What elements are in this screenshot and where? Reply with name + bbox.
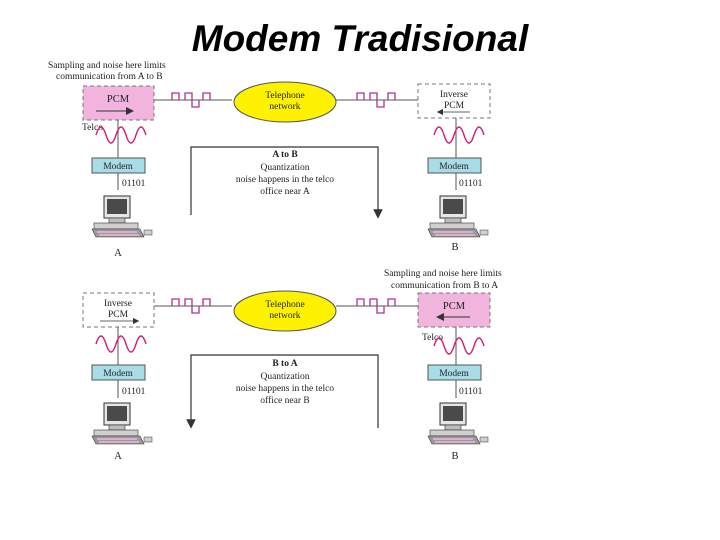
bottom-right-computer-icon: [427, 402, 489, 445]
bottom-left-computer-icon: [91, 402, 153, 445]
bottom-inverse-line-2: PCM: [108, 310, 129, 320]
bottom-right-wave: [433, 337, 485, 355]
bottom-station-b: B: [451, 451, 458, 462]
bottom-left-modem-label: Modem: [103, 369, 133, 379]
bottom-desc-line-2: noise happens in the telco: [236, 384, 334, 394]
top-right-modem-label: Modem: [439, 162, 469, 172]
bottom-network-line-1: Telephone: [265, 300, 304, 310]
bottom-network-line-2: network: [269, 311, 300, 321]
top-inverse-line-1: Inverse: [440, 90, 468, 100]
bottom-note-line-2: communication from B to A: [391, 280, 498, 291]
top-note-line-2: communication from A to B: [56, 71, 163, 82]
bottom-left-bits: 01101: [122, 387, 146, 397]
bottom-right-pulses: [356, 298, 396, 314]
top-right-bits: 01101: [459, 179, 483, 189]
bottom-left-wave: [95, 335, 147, 353]
bottom-right-modem-label: Modem: [439, 369, 469, 379]
top-pcm-label: PCM: [107, 94, 130, 105]
top-section: Sampling and noise here limits communica…: [48, 61, 491, 259]
top-telco-label: Telco: [82, 123, 103, 133]
bottom-note-line-1: Sampling and noise here limits: [384, 269, 502, 279]
page-title: Modem Tradisional: [191, 18, 529, 59]
bottom-pcm-label: PCM: [443, 301, 466, 312]
top-left-computer-icon: [91, 195, 153, 238]
bottom-telco-label: Telco: [422, 333, 443, 343]
bottom-right-modem: [427, 364, 482, 381]
top-desc-line-2: noise happens in the telco: [236, 175, 334, 185]
top-left-pulses: [171, 92, 211, 108]
bottom-desc-line-1: Quantization: [260, 372, 309, 382]
bottom-network: [233, 290, 337, 332]
top-network-line-2: network: [269, 102, 300, 112]
bottom-inverse-line-1: Inverse: [104, 299, 132, 309]
top-desc-line-3: office near A: [260, 186, 310, 197]
top-direction: A to B: [272, 150, 298, 160]
top-network-line-1: Telephone: [265, 91, 304, 101]
bottom-direction: B to A: [272, 359, 297, 369]
bottom-desc-line-3: office near B: [260, 395, 309, 406]
top-station-b: B: [451, 242, 458, 253]
top-note-line-1: Sampling and noise here limits: [48, 61, 166, 71]
top-inverse-line-2: PCM: [444, 101, 465, 111]
top-pcm-box: [82, 85, 155, 121]
top-left-modem-label: Modem: [103, 162, 133, 172]
bottom-section: Sampling and noise here limits communica…: [82, 269, 502, 462]
top-right-wave: [433, 126, 485, 144]
bottom-station-a: A: [114, 451, 122, 462]
top-direction-arrow: [190, 146, 383, 219]
top-desc-line-1: Quantization: [260, 163, 309, 173]
bottom-direction-arrow: [186, 354, 379, 429]
top-right-pulses: [356, 92, 396, 108]
top-left-wave: [95, 126, 147, 144]
bottom-left-pulses: [171, 298, 211, 314]
top-left-bits: 01101: [122, 179, 146, 189]
top-right-computer-icon: [427, 195, 489, 238]
top-station-a: A: [114, 248, 122, 259]
bottom-pcm-box: [417, 292, 491, 328]
top-network: [233, 81, 337, 123]
bottom-right-bits: 01101: [459, 387, 483, 397]
top-right-modem: [427, 157, 482, 174]
